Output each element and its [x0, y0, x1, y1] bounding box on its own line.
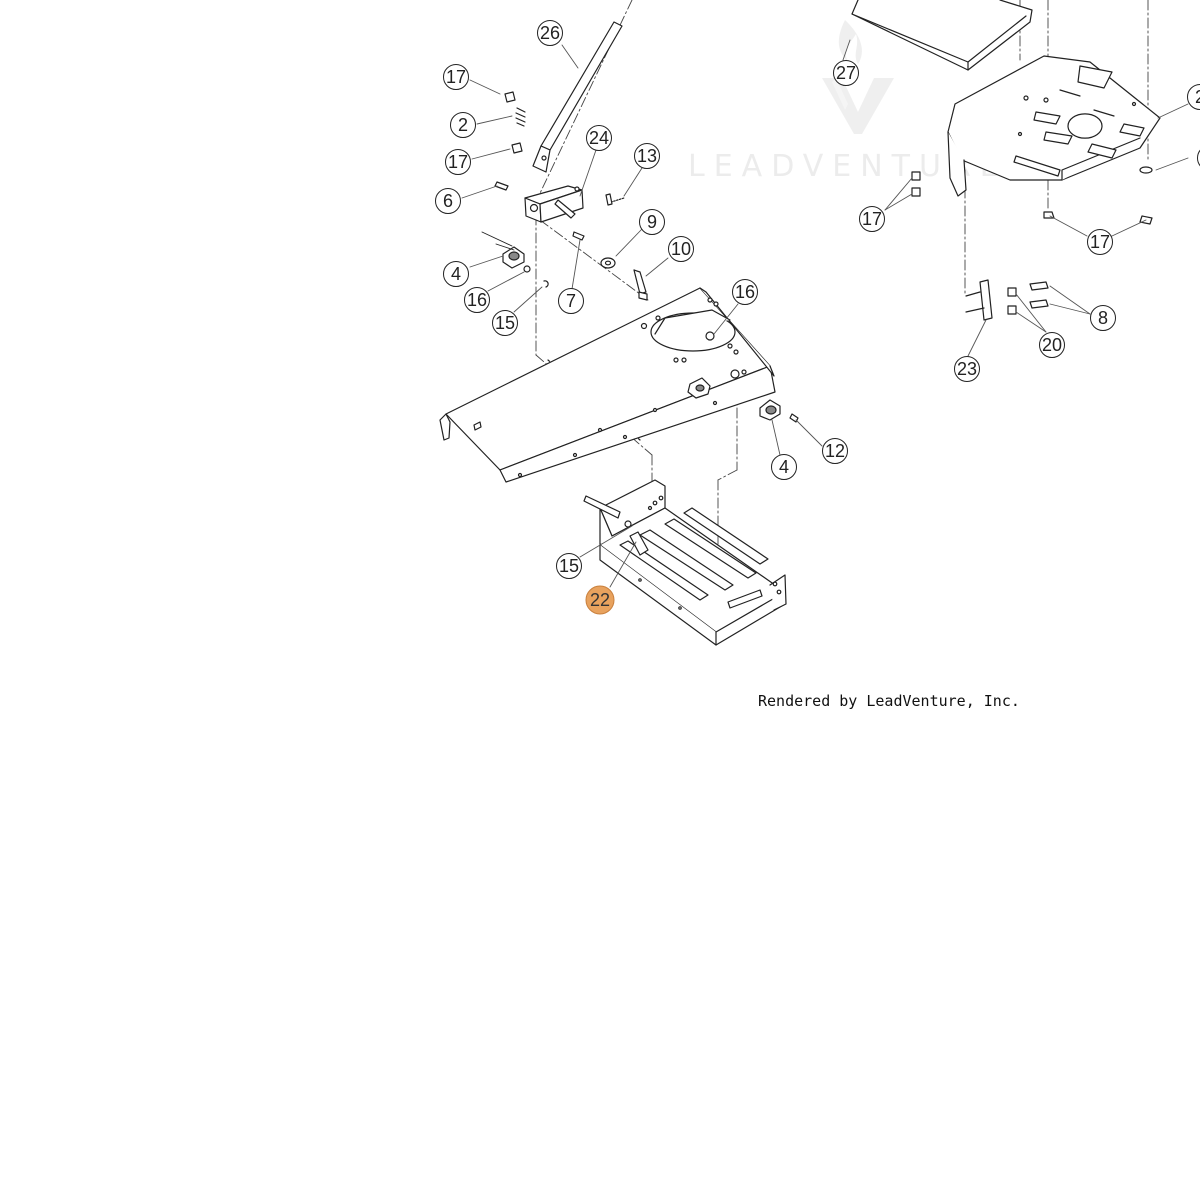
callout-12[interactable]: 12	[822, 438, 848, 464]
bushing-left	[481, 231, 549, 288]
bushing-right	[759, 399, 799, 423]
callout-partial-edge	[1197, 149, 1200, 167]
callout-23[interactable]: 23	[954, 356, 980, 382]
render-credit: Rendered by LeadVenture, Inc.	[758, 692, 1020, 710]
callout-label: 2	[1195, 87, 1200, 107]
callout-17[interactable]: 17	[443, 64, 469, 90]
callout-label: 4	[451, 264, 461, 284]
seat-pan	[851, 0, 1033, 71]
callout-label: 24	[589, 128, 609, 148]
callout-17[interactable]: 17	[1087, 229, 1113, 255]
watermark-brand: LEADVENTURE	[688, 149, 1008, 184]
callout-4[interactable]: 4	[771, 454, 797, 480]
callout-17[interactable]: 17	[445, 149, 471, 175]
watermark-logo-icon	[822, 20, 894, 134]
callout-label: 17	[446, 67, 466, 87]
callout-2[interactable]: 2	[450, 112, 476, 138]
callout-4[interactable]: 4	[443, 261, 469, 287]
callout-label: 20	[1042, 335, 1062, 355]
callout-label: 13	[637, 146, 657, 166]
callout-6[interactable]: 6	[435, 188, 461, 214]
callout-2[interactable]: 2	[1187, 84, 1200, 110]
callout-label: 4	[779, 457, 789, 477]
callout-label: 15	[559, 556, 579, 576]
callout-label: 2	[458, 115, 468, 135]
callout-label: 12	[825, 441, 845, 461]
callout-27[interactable]: 27	[833, 60, 859, 86]
leader-lines	[461, 39, 1189, 588]
callout-15[interactable]: 15	[556, 553, 582, 579]
callout-24[interactable]: 24	[586, 125, 612, 151]
footrest-bracket	[583, 479, 787, 646]
callout-15[interactable]: 15	[492, 310, 518, 336]
callout-label: 23	[957, 359, 977, 379]
callout-8[interactable]: 8	[1090, 305, 1116, 331]
hardware-top-left	[494, 91, 526, 191]
callout-label: 17	[862, 209, 882, 229]
callout-16[interactable]: 16	[732, 279, 758, 305]
watermark: LEADVENTURE	[688, 20, 1008, 184]
callout-label: 15	[495, 313, 515, 333]
callout-17[interactable]: 17	[859, 206, 885, 232]
callout-22-highlighted[interactable]: 22	[585, 585, 615, 615]
callout-label: 7	[566, 291, 576, 311]
callout-13[interactable]: 13	[634, 143, 660, 169]
callout-20[interactable]: 20	[1039, 332, 1065, 358]
seat-plate	[911, 55, 1161, 225]
pivot-bracket	[524, 185, 625, 241]
callout-label: 6	[443, 191, 453, 211]
callout-10[interactable]: 10	[668, 236, 694, 262]
callout-label: 16	[735, 282, 755, 302]
callout-label: 17	[448, 152, 468, 172]
callout-label: 9	[647, 212, 657, 232]
main-frame	[439, 287, 776, 483]
callout-label: 22	[590, 590, 610, 610]
callout-7[interactable]: 7	[558, 288, 584, 314]
callout-16[interactable]: 16	[464, 287, 490, 313]
callout-label: 17	[1090, 232, 1110, 252]
callout-label: 16	[467, 290, 487, 310]
callouts: 26 17 2 17 24 13 6 9 10 4 16 7 15 16 12 …	[435, 20, 1200, 615]
callout-26[interactable]: 26	[537, 20, 563, 46]
callout-9[interactable]: 9	[639, 209, 665, 235]
control-shaft	[532, 21, 623, 173]
side-bracket	[965, 279, 1049, 321]
callout-label: 10	[671, 239, 691, 259]
washer-bolt	[600, 257, 648, 301]
callout-label: 27	[836, 63, 856, 83]
callout-label: 26	[540, 23, 560, 43]
callout-label: 8	[1098, 308, 1108, 328]
